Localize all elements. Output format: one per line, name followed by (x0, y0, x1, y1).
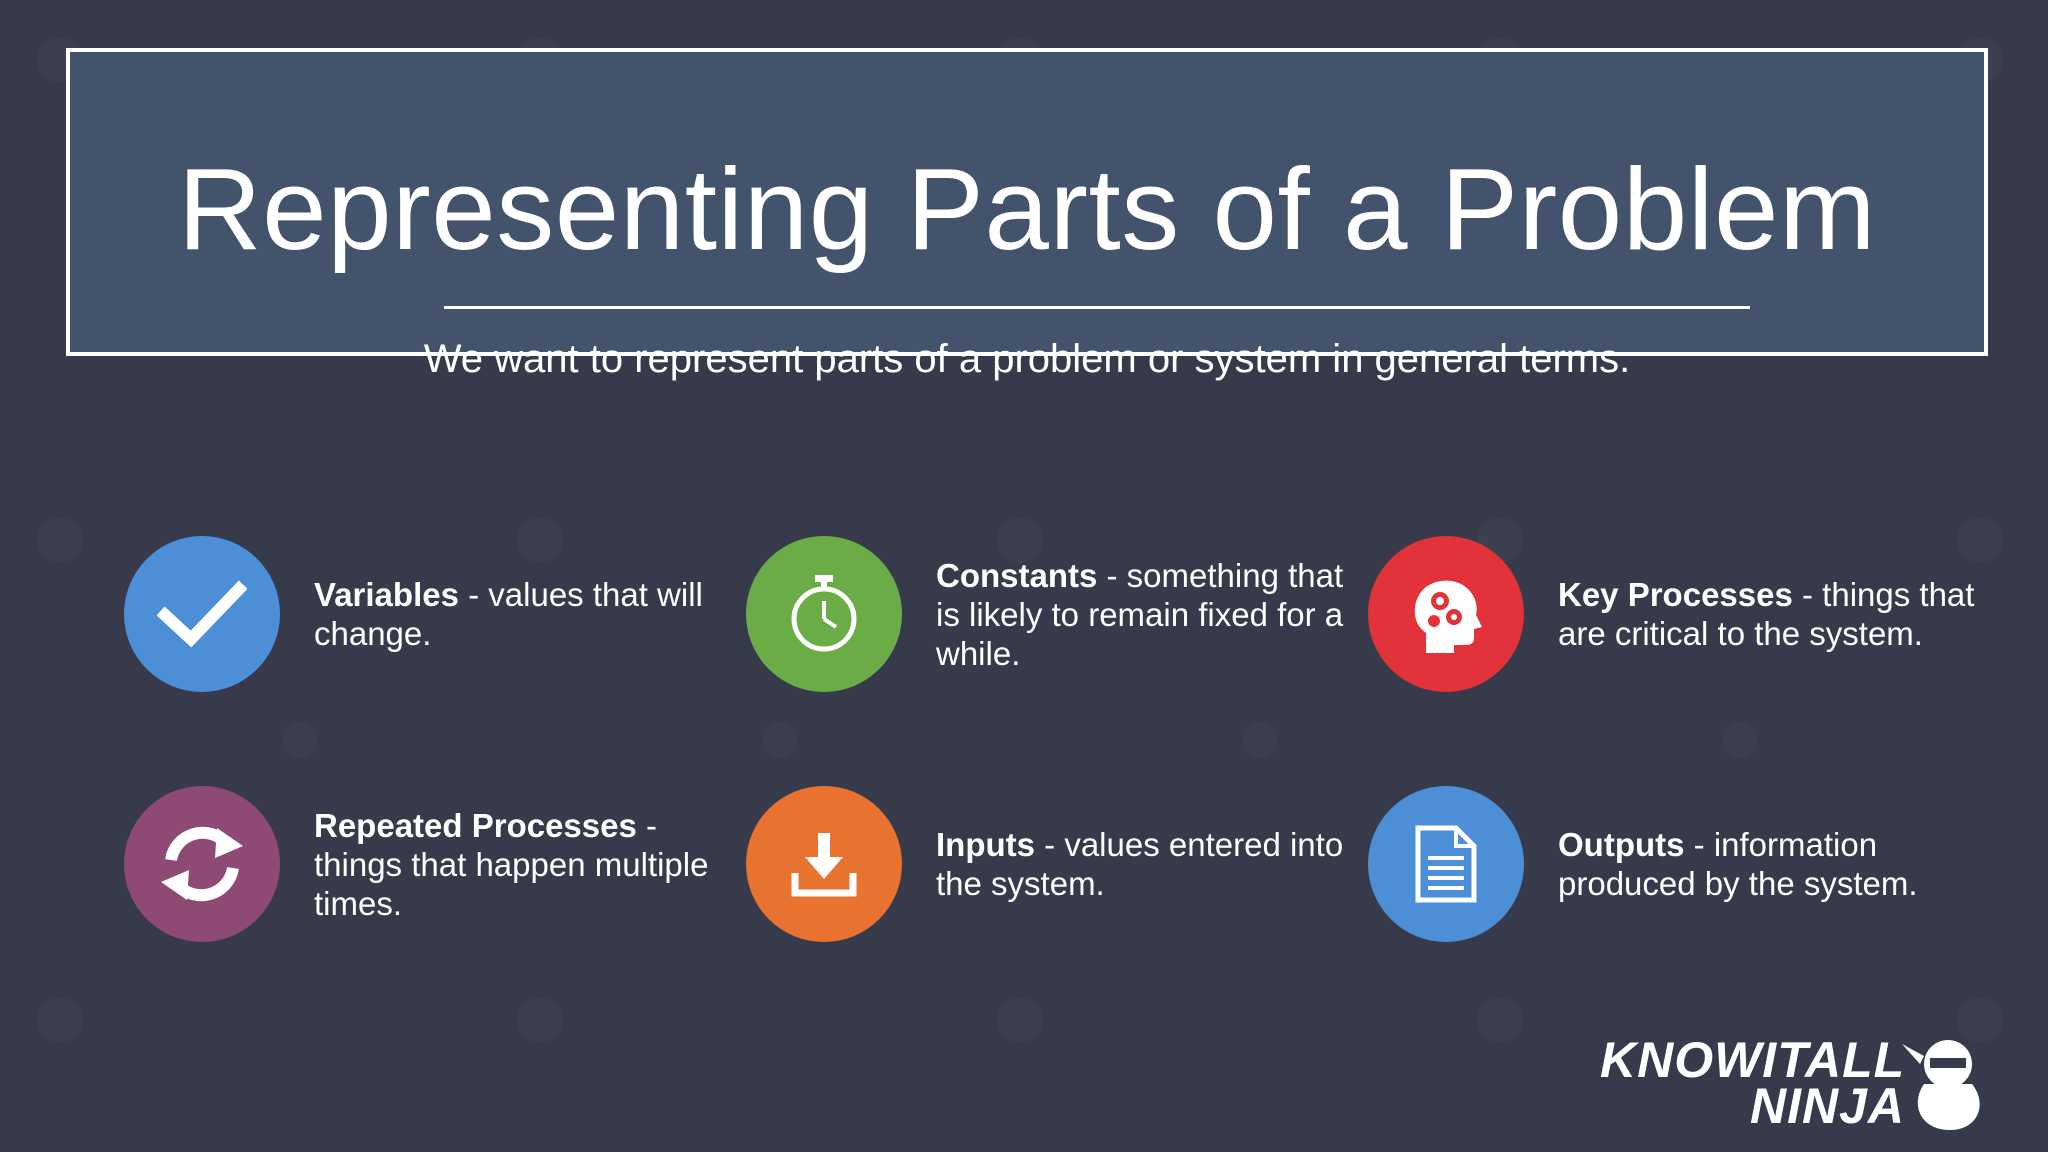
item-separator: - (1684, 826, 1714, 863)
item-repeated-processes: Repeated Processes - things that happen … (124, 786, 724, 946)
document-icon (1368, 786, 1524, 942)
download-icon (746, 786, 902, 942)
item-description: values that will change. (314, 576, 703, 652)
item-label: Variables - values that will change. (314, 536, 734, 692)
stopwatch-icon (746, 536, 902, 692)
item-label: Outputs - information produced by the sy… (1558, 786, 1978, 942)
item-description: information produced by the system. (1558, 826, 1918, 902)
item-term: Constants (936, 556, 1098, 594)
item-label: Inputs - values entered into the system. (936, 786, 1356, 942)
head-gears-icon (1368, 536, 1524, 692)
item-term: Variables (314, 576, 459, 613)
item-label: Repeated Processes - things that happen … (314, 786, 734, 942)
item-separator: - (1792, 576, 1823, 613)
item-separator: - (458, 576, 489, 613)
item-variables: Variables - values that will change. (124, 536, 724, 696)
page-title: Representing Parts of a Problem (177, 144, 1877, 274)
title-divider (444, 306, 1750, 309)
logo-line-2: NINJA (1750, 1078, 1906, 1134)
item-term: Key Processes (1558, 576, 1793, 613)
checkmark-icon (124, 536, 280, 692)
item-separator: - (1097, 556, 1127, 594)
item-separator: - (1034, 826, 1065, 863)
title-panel: Representing Parts of a Problem We want … (66, 48, 1988, 381)
ninja-icon (1902, 1040, 1980, 1130)
item-inputs: Inputs - values entered into the system. (746, 786, 1346, 946)
item-description: something that is likely to remain fixed… (936, 556, 1344, 672)
item-separator: - (636, 806, 658, 844)
knowitall-ninja-logo: KNOWITALL NINJA (1600, 1034, 2000, 1134)
item-description: things that are critical to the system. (1558, 576, 1975, 652)
page-subtitle: We want to represent parts of a problem … (423, 337, 1631, 381)
item-constants: Constants - something that is likely to … (746, 536, 1346, 696)
item-label: Constants - something that is likely to … (936, 536, 1356, 692)
item-description: values entered into the system. (936, 826, 1344, 902)
item-term: Outputs (1558, 826, 1685, 863)
item-term: Repeated Processes (314, 806, 637, 844)
refresh-icon (124, 786, 280, 942)
item-description: things that happen multiple times. (314, 845, 709, 922)
item-outputs: Outputs - information produced by the sy… (1368, 786, 1968, 946)
logo-line-1: KNOWITALL (1600, 1032, 1906, 1088)
item-label: Key Processes - things that are critical… (1558, 536, 1978, 692)
item-term: Inputs (936, 826, 1035, 863)
item-key-processes: Key Processes - things that are critical… (1368, 536, 1974, 696)
